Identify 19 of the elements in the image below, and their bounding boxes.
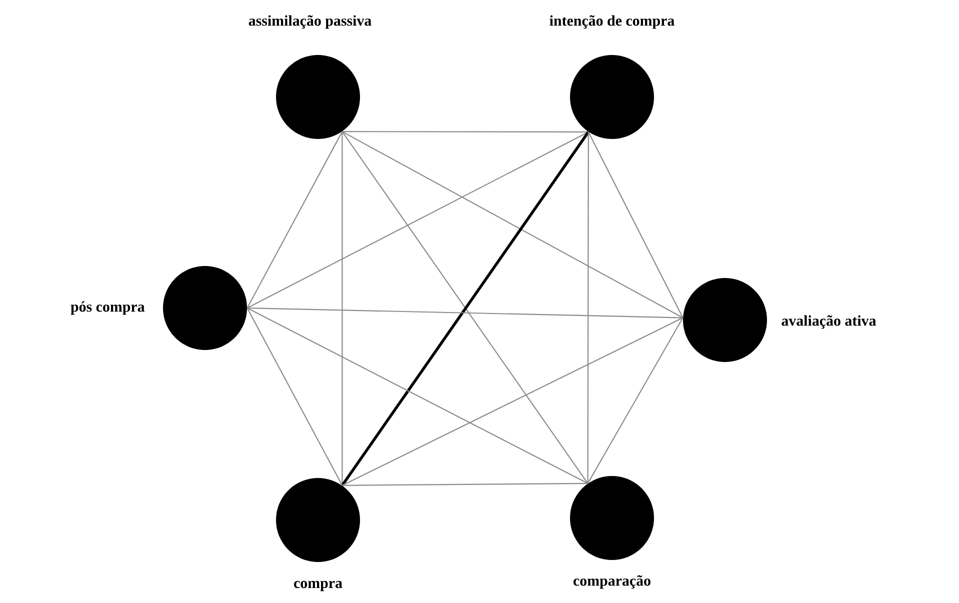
line	[342, 482, 588, 486]
line	[246, 132, 589, 308]
line	[247, 307, 683, 318]
node-label: comparação	[574, 575, 650, 589]
line	[342, 131, 588, 133]
line	[342, 131, 684, 318]
line	[342, 132, 343, 486]
node-label: compra	[294, 580, 342, 592]
line	[246, 308, 343, 486]
line	[246, 131, 343, 308]
line	[588, 132, 684, 318]
line	[587, 132, 589, 484]
node-label: intenção de compra	[550, 15, 674, 29]
line	[342, 317, 684, 486]
node-label: pós compra	[70, 301, 145, 315]
node-label: avaliação ativa	[782, 315, 876, 329]
line	[587, 318, 684, 484]
line	[246, 308, 588, 484]
node-label: assimilação passiva	[248, 15, 372, 29]
